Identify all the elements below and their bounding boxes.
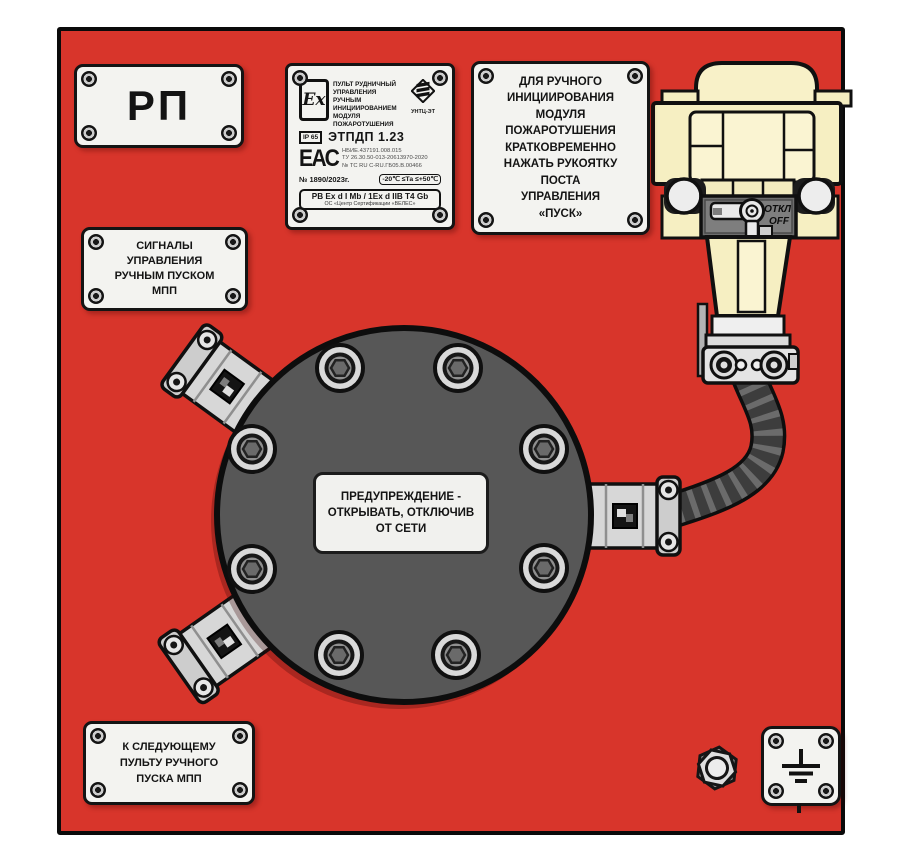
screw-icon [478,212,494,228]
nameplate-cert-row: ЕАС НБИЕ.437191.008.015 ТУ 26.30.50-013-… [299,145,441,172]
warning-line: ПРЕДУПРЕЖДЕНИЕ - [340,491,462,503]
ex-marking: РВ Ex d I Mb / 1Ex d IIB T4 Gb [311,192,429,201]
screw-icon [88,234,104,250]
screw-icon [818,783,834,799]
screw-icon [768,733,784,749]
earth-plate-pin [797,804,801,813]
manufacturer-logo: УНТЦ-ЭТ [405,78,441,115]
rp-label: РП [126,82,192,129]
certification-org: ОС «Центр Сертификации «ВЕЛЕС» [324,201,416,207]
instruction-line: МОДУЛЯ [535,108,586,121]
signals-line: УПРАВЛЕНИЯ [126,255,203,267]
screw-icon [225,234,241,250]
serial-number: № 1890/2023г. [299,175,350,184]
plate-earth [761,726,841,806]
instruction-line: ПОЖАРОТУШЕНИЯ [505,125,616,138]
nameplate-title: ПУЛЬТ РУДНИЧНЫЙ УПРАВЛЕНИЯ РУЧНЫМ ИНИЦИИ… [333,79,401,129]
signals-line: РУЧНЫМ ПУСКОМ [114,270,215,282]
warning-line: ОТКРЫВАТЬ, ОТКЛЮЧИВ [327,507,475,519]
screw-icon [478,68,494,84]
screw-icon [90,728,106,744]
screw-icon [432,207,448,223]
doc-line: НБИЕ.437191.008.015 [342,148,402,155]
signals-line: СИГНАЛЫ [136,240,193,252]
nameplate-title-line: МОДУЛЯ [333,113,361,120]
screw-icon [232,782,248,798]
ex-marking-box: РВ Ex d I Mb / 1Ex d IIB T4 Gb ОС «Центр… [299,189,441,210]
screw-icon [627,212,643,228]
plate-rp: РП [74,64,244,148]
plate-instruction: ДЛЯ РУЧНОГО ИНИЦИИРОВАНИЯ МОДУЛЯ ПОЖАРОТ… [471,61,650,235]
nameplate-title-line: УПРАВЛЕНИЯ РУЧНЫМ [333,89,377,104]
screw-icon [292,70,308,86]
cover-bolt-icon [227,424,277,474]
instruction-line: ДЛЯ РУЧНОГО [518,75,603,88]
cover-bolt-icon [314,630,364,680]
plate-next-station: К СЛЕДУЮЩЕМУ ПУЛЬТУ РУЧНОГО ПУСКА МПП [83,721,255,805]
nameplate-title-line: ПУЛЬТ РУДНИЧНЫЙ [333,81,397,88]
screw-icon [221,125,237,141]
doc-line: № ТС RU C-RU.ГБ05.В.00466 [342,162,422,169]
nameplate-serial-row: № 1890/2023г. -20℃ ≤Та ≤+50℃ [299,174,441,185]
doc-line: ТУ 26.30.50-013-20613970-2020 [342,155,428,162]
cover-bolt-icon [433,343,483,393]
valve-dome-cap [694,61,819,114]
screw-icon [818,733,834,749]
ground-stud [696,745,738,791]
earth-ground-icon [782,749,820,783]
document-numbers: НБИЕ.437191.008.015 ТУ 26.30.50-013-2061… [342,148,428,170]
model-number: ЭТПДП 1.23 [328,130,405,144]
cover-bolt-icon [519,424,569,474]
cover-bolt-icon [431,630,481,680]
screw-icon [81,125,97,141]
nameplate-title-line: ПОЖАРОТУШЕНИЯ [333,121,394,128]
ip-rating-badge: IP 65 [299,130,323,144]
signals-line: МПП [152,285,177,297]
warning-line: ОТ СЕТИ [375,523,427,535]
screw-icon [221,71,237,87]
cover-bolt-icon [227,544,277,594]
cover-bolt-icon [315,343,365,393]
manufacturer-name: УНТЦ-ЭТ [411,109,435,115]
manufacturer-logo-icon [410,78,436,104]
screw-icon [232,728,248,744]
instruction-line: УПРАВЛЕНИЯ [521,191,600,204]
nameplate: Ex ПУЛЬТ РУДНИЧНЫЙ УПРАВЛЕНИЯ РУЧНЫМ ИНИ… [285,63,455,230]
instruction-line: КРАТКОВРЕМЕННО [505,141,616,154]
plate-signals: СИГНАЛЫ УПРАВЛЕНИЯ РУЧНЫМ ПУСКОМ МПП [81,227,248,311]
switch-label-en: OFF [769,216,790,227]
nameplate-header-row: Ex ПУЛЬТ РУДНИЧНЫЙ УПРАВЛЕНИЯ РУЧНЫМ ИНИ… [299,78,441,129]
instruction-line: «ПУСК» [538,207,583,220]
next-station-line: ПУЛЬТУ РУЧНОГО [119,757,219,769]
eac-mark-icon: ЕАС [299,145,340,172]
screw-icon [225,288,241,304]
cover-bolt-icon [519,543,569,593]
screw-icon [768,783,784,799]
valve-roller-right [797,177,835,215]
next-station-line: К СЛЕДУЮЩЕМУ [122,741,216,753]
screw-icon [81,71,97,87]
instruction-line: ПОСТА [540,174,581,187]
ex-certification-icon: Ex [299,79,329,121]
screw-icon [90,782,106,798]
instruction-line: НАЖАТЬ РУКОЯТКУ [503,158,618,171]
screw-icon [88,288,104,304]
flexible-conduit [650,352,787,530]
junction-box-warning-label: ПРЕДУПРЕЖДЕНИЕ - ОТКРЫВАТЬ, ОТКЛЮЧИВ ОТ … [313,472,489,554]
screw-icon [432,70,448,86]
nameplate-model-row: IP 65 ЭТПДП 1.23 [299,130,441,144]
screw-icon [627,68,643,84]
valve-actuator: ОТКЛ OFF [651,61,853,385]
valve-roller-left [665,177,703,215]
instruction-line: ИНИЦИИРОВАНИЯ [506,92,615,105]
temperature-range-badge: -20℃ ≤Та ≤+50℃ [379,174,441,185]
next-station-line: ПУСКА МПП [136,773,202,785]
nameplate-title-line: ИНИЦИИРОВАНИЕМ [333,105,397,112]
screw-icon [292,207,308,223]
switch-label-ru: ОТКЛ [764,204,792,215]
